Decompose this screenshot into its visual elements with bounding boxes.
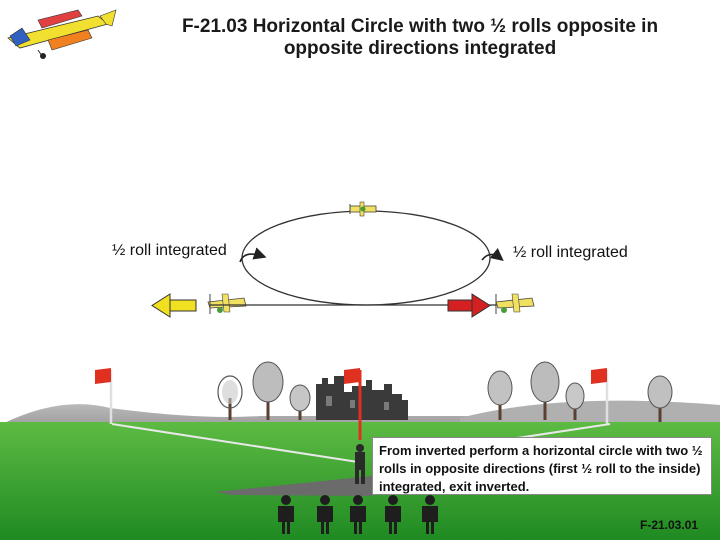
- judges: [278, 495, 438, 534]
- pilot-figure: [355, 444, 365, 484]
- flag-center: [344, 368, 362, 440]
- plane-top-icon: [349, 201, 377, 217]
- title-line-2: opposite directions integrated: [283, 38, 557, 59]
- description-box: From inverted perform a horizontal circl…: [372, 437, 712, 495]
- title-line-1: F-21.03 Horizontal Circle with two ½ rol…: [181, 16, 659, 37]
- exit-arrow-icon: [151, 293, 197, 318]
- horizontal-circle-path: [241, 210, 491, 306]
- roll-arrow-right: [481, 248, 504, 261]
- flag-left: [95, 368, 113, 424]
- label-roll-right: ½ roll integrated: [513, 244, 628, 261]
- logo-plane-icon: [7, 9, 117, 59]
- figure-code: F-21.03.01: [640, 518, 699, 532]
- roll-arrow-left: [239, 247, 267, 263]
- trees: [217, 361, 673, 422]
- plane-exit-icon: [207, 293, 247, 314]
- flag-right: [591, 368, 609, 424]
- page-title: F-21.03 Horizontal Circle with two ½ rol…: [120, 16, 720, 60]
- entry-arrow-icon: [447, 293, 491, 318]
- label-roll-left: ½ roll integrated: [112, 242, 227, 259]
- plane-entry-icon: [495, 293, 535, 314]
- castle-ruin-icon: [316, 376, 408, 420]
